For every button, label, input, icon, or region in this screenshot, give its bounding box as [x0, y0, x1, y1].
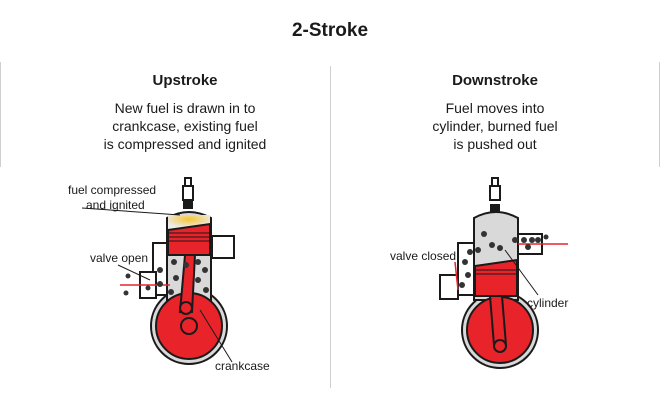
fuel-particles [459, 231, 549, 288]
intake-port [439, 274, 459, 300]
left-edge-divider [0, 62, 1, 167]
desc-line: is compressed and ignited [103, 136, 267, 152]
connecting-rod [488, 295, 508, 346]
label-valve-open: valve open [90, 251, 148, 265]
upstroke-description: New fuel is drawn in to crankcase, exist… [20, 99, 350, 153]
upstroke-heading: Upstroke [152, 72, 218, 89]
downstroke-description: Fuel moves into cylinder, burned fuel is… [330, 99, 660, 153]
label-crankcase: crankcase [215, 359, 270, 373]
label-valve-closed: valve closed [390, 249, 456, 263]
leader-line [81, 207, 181, 216]
downstroke-heading: Downstroke [452, 72, 538, 89]
desc-line: cylinder, burned fuel [432, 118, 558, 134]
piston [474, 258, 518, 297]
leader-line [504, 249, 539, 296]
leader-line [199, 309, 233, 363]
connecting-rod [178, 254, 197, 313]
desc-line: crankcase, existing fuel [112, 118, 258, 134]
leader-line [117, 264, 151, 281]
label-ignition: and ignited [86, 198, 145, 212]
piston [167, 222, 211, 256]
label-cylinder: cylinder [527, 296, 568, 310]
fuel-particles [123, 259, 209, 296]
closed-valve [454, 261, 459, 291]
desc-line: is pushed out [453, 136, 537, 152]
downstroke-engine [439, 177, 568, 369]
center-divider [330, 66, 331, 388]
desc-line: New fuel is drawn in to [114, 100, 256, 116]
spark-plug-icon [489, 177, 501, 213]
label-ignition: fuel compressed [68, 183, 156, 197]
spark-plug-icon [182, 177, 194, 209]
desc-line: Fuel moves into [445, 100, 545, 116]
diagram-title: 2-Stroke [291, 20, 369, 41]
exhaust-port [211, 235, 235, 259]
upstroke-engine [81, 177, 235, 365]
